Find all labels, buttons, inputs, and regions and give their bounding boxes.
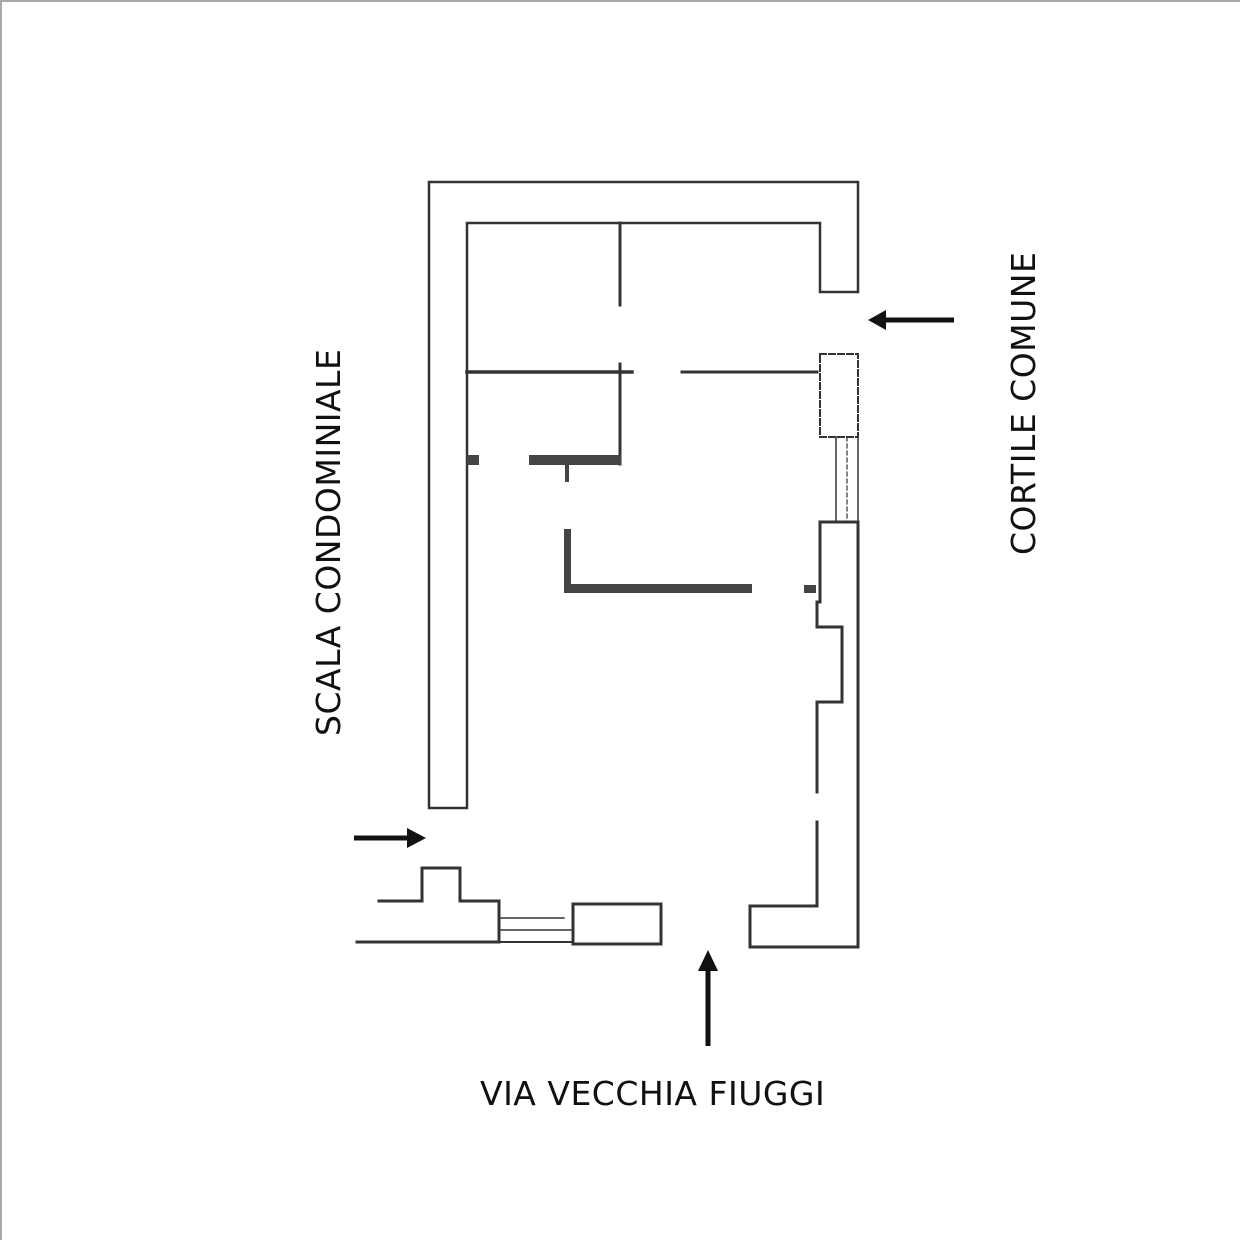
label-scala-condominiale: SCALA CONDOMINIALE: [309, 348, 348, 736]
arrows: [354, 310, 954, 1046]
thick-wall-upper: [529, 455, 621, 465]
walls: [355, 180, 860, 949]
arrow-cortile-icon: [868, 310, 954, 330]
outer-wall-top: [427, 180, 860, 810]
label-via-vecchia-fiuggi: VIA VECCHIA FIUGGI: [480, 1074, 826, 1113]
arrow-scala-icon: [354, 828, 426, 848]
thick-wall-l-horizontal: [564, 584, 752, 593]
right-niche: [815, 600, 844, 794]
wall-stub-left: [467, 455, 479, 465]
arrow-via-icon: [698, 950, 718, 1046]
thick-wall-l-vertical: [564, 529, 571, 592]
wall-stub-right: [804, 585, 816, 593]
bottom-pillar: [571, 902, 663, 946]
thick-wall-stub: [565, 464, 569, 482]
right-wall-lower: [748, 520, 860, 949]
right-pillar-upper: [819, 353, 859, 438]
label-cortile-comune: CORTILE COMUNE: [1004, 251, 1043, 555]
bottom-left-wall: [355, 866, 501, 944]
thick-walls: [467, 455, 816, 593]
